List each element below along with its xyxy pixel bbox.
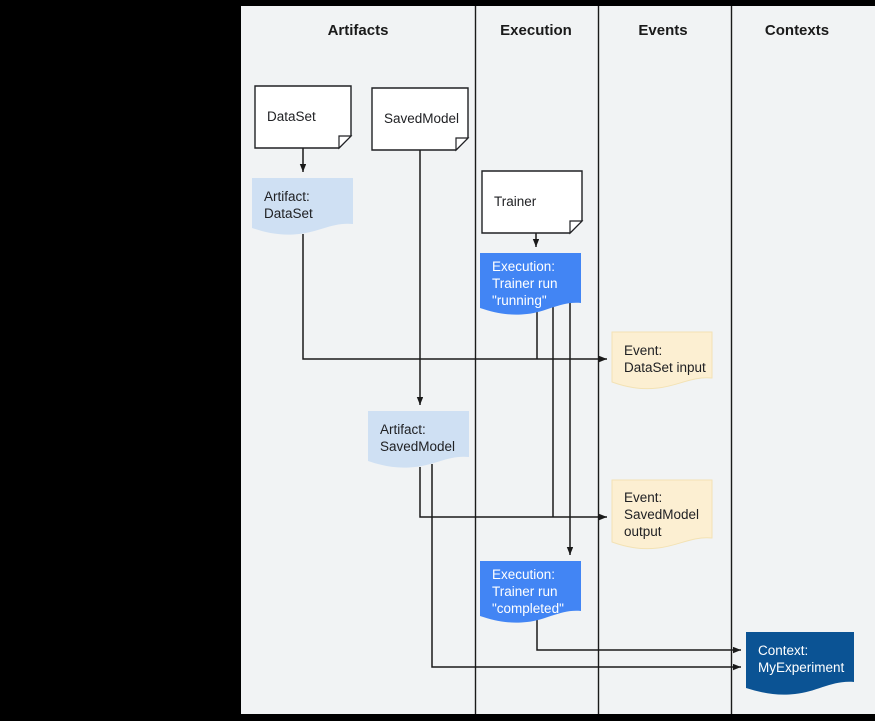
trainer-doc-fold <box>569 220 584 235</box>
edge-artifact-savedmodel-to-context <box>431 464 741 671</box>
node-context-myexperiment[interactable] <box>746 632 854 695</box>
trainer-doc-body[interactable] <box>481 170 583 234</box>
edge-artifact-dataset-to-event <box>302 234 607 363</box>
edge-artifact-savedmodel-to-event <box>419 467 607 521</box>
dataset-doc-fold <box>338 135 353 150</box>
savedmodel-doc-fold <box>455 137 470 152</box>
edge-completed-to-context <box>536 619 741 654</box>
node-dataset-doc[interactable] <box>254 85 353 150</box>
node-execution-running[interactable] <box>480 253 581 315</box>
node-execution-completed[interactable] <box>480 561 581 623</box>
dataset-doc-body[interactable] <box>254 85 352 149</box>
node-savedmodel-doc[interactable] <box>371 87 470 152</box>
savedmodel-doc-body[interactable] <box>371 87 469 151</box>
document-shapes <box>254 85 584 235</box>
context-shapes <box>746 632 854 695</box>
lane-header-events: Events <box>638 22 688 39</box>
lane-dividers <box>474 6 733 714</box>
node-artifact-savedmodel[interactable] <box>368 411 469 468</box>
node-event-savedmodel-output[interactable] <box>611 479 713 550</box>
artifact-shapes <box>252 178 469 468</box>
execution-shapes <box>480 253 581 623</box>
node-event-dataset-input[interactable] <box>611 331 713 390</box>
node-artifact-dataset[interactable] <box>252 178 353 235</box>
node-trainer-doc[interactable] <box>481 170 584 235</box>
lane-header-execution: Execution <box>500 22 572 39</box>
lineage-diagram: Artifacts Execution Events Contexts <box>241 6 875 714</box>
event-shapes <box>611 331 713 550</box>
lane-header-artifacts: Artifacts <box>327 22 389 39</box>
diagram-vector-layer <box>252 6 854 714</box>
lane-header-contexts: Contexts <box>764 22 830 39</box>
